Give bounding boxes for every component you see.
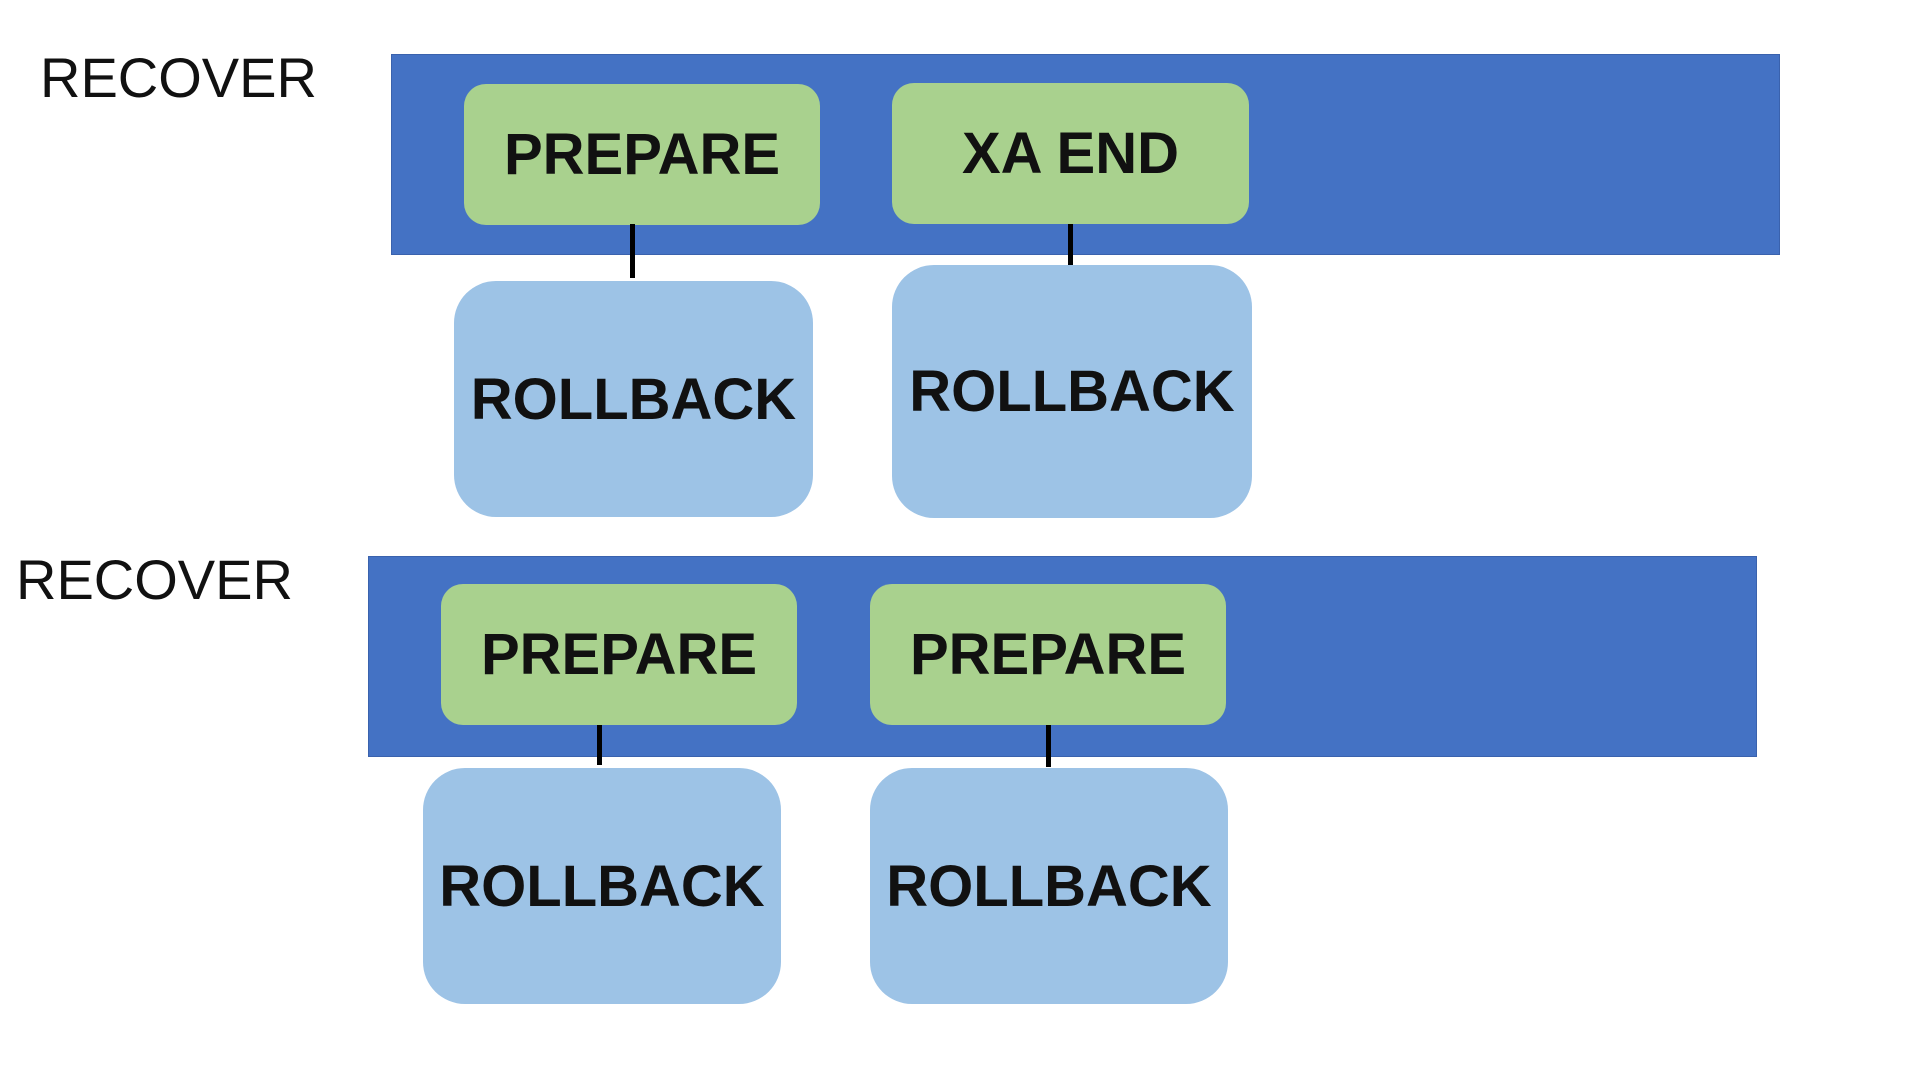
group-1-step-1-connector <box>630 224 635 278</box>
group-1-step-1-bottom-box: ROLLBACK <box>454 281 813 517</box>
group-2-step-1-bottom-box: ROLLBACK <box>423 768 781 1004</box>
group-1-step-2-connector <box>1068 224 1073 266</box>
group-1-step-1-top-box: PREPARE <box>464 84 820 225</box>
group-1-step-2-bottom-box: ROLLBACK <box>892 265 1252 518</box>
group-2-step-2-bottom-box: ROLLBACK <box>870 768 1228 1004</box>
group-2-step-2-connector <box>1046 725 1051 767</box>
group-2-step-1-connector <box>597 725 602 765</box>
group-2-step-2-top-box: PREPARE <box>870 584 1226 725</box>
group-1-step-2-top-box: XA END <box>892 83 1249 224</box>
group-2-step-1-top-box: PREPARE <box>441 584 797 725</box>
group-2-label: RECOVER <box>16 548 293 611</box>
group-1-label: RECOVER <box>40 46 317 109</box>
